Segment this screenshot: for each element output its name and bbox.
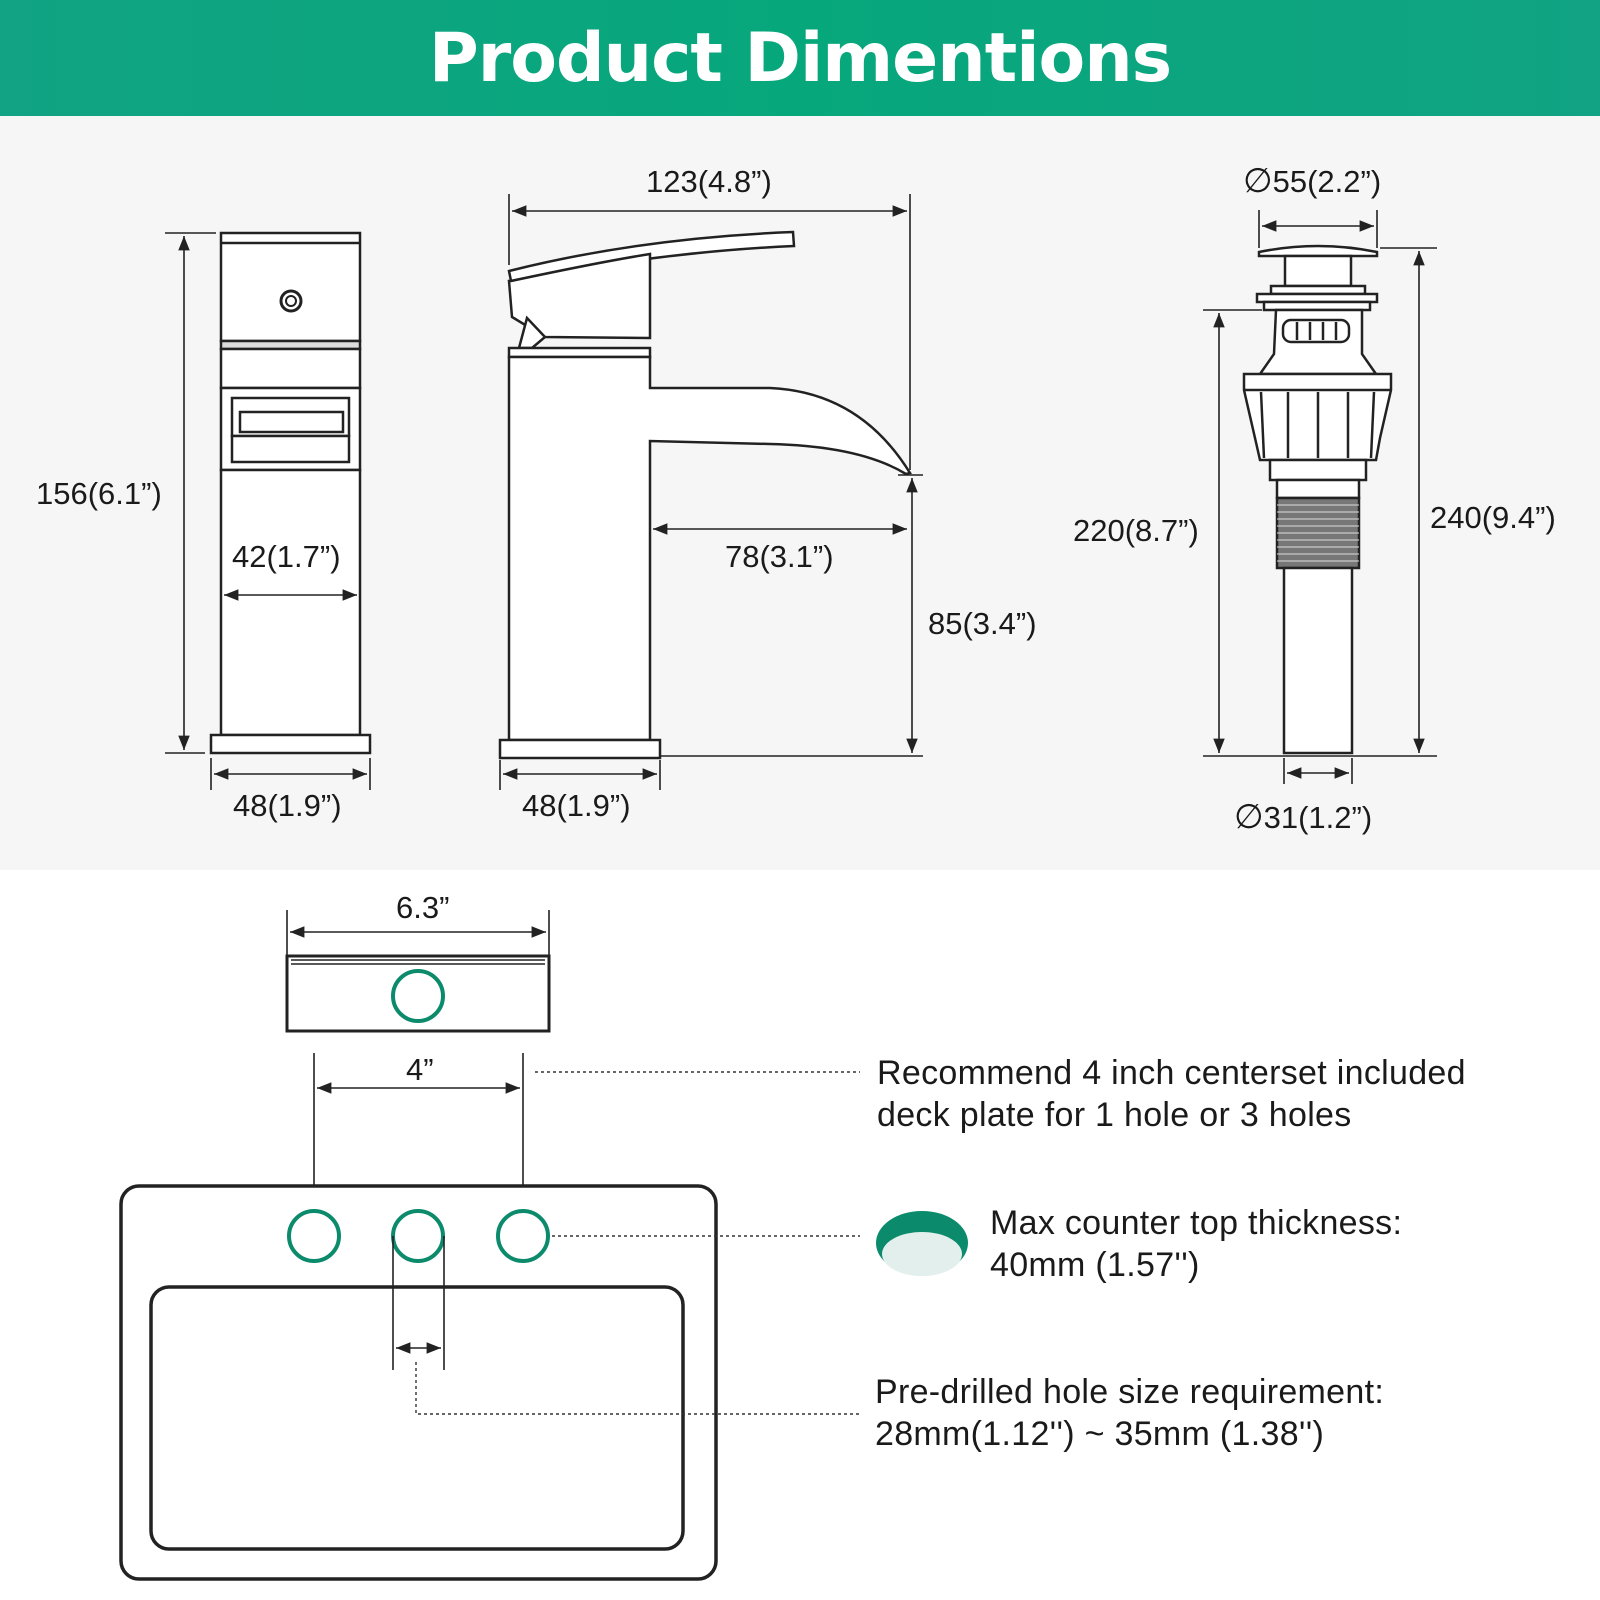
centerset-width-label: 4” — [406, 1052, 434, 1087]
right-hole-icon — [496, 1209, 550, 1263]
thickness-note: Max counter top thickness: 40mm (1.57'') — [990, 1204, 1403, 1284]
leader-lines — [415, 1071, 860, 1415]
drain-bottom-diameter-label: ∅31(1.2”) — [1234, 798, 1373, 836]
front-inner-width-label: 42(1.7”) — [232, 539, 341, 574]
faucet-front-view — [209, 231, 372, 755]
faucet-side-view — [498, 230, 912, 760]
side-spout-reach-label: 78(3.1”) — [725, 539, 834, 574]
diameter-icon: ∅ — [1234, 798, 1264, 836]
side-spout-height-label: 85(3.4”) — [928, 606, 1037, 641]
drain-thread-lines — [1277, 504, 1359, 562]
left-hole-icon — [287, 1209, 341, 1263]
page-title: Product Dimentions — [428, 18, 1172, 98]
sink-top-view — [119, 1184, 718, 1581]
front-base-width-label: 48(1.9”) — [233, 788, 342, 823]
side-base-width-label: 48(1.9”) — [522, 788, 631, 823]
drain-inner-length-label: 220(8.7”) — [1073, 513, 1199, 548]
drain-dimension-lines — [1203, 210, 1437, 784]
deck-plate-width-label: 6.3” — [396, 890, 450, 925]
side-total-length-label: 123(4.8”) — [646, 164, 772, 199]
deck-plate-hole-icon — [391, 969, 445, 1023]
diameter-icon: ∅ — [1243, 162, 1273, 200]
drain-total-length-label: 240(9.4”) — [1430, 500, 1556, 535]
counter-thickness-icon — [876, 1211, 968, 1276]
pop-up-drain — [1242, 244, 1393, 755]
deck-plate-dimension-lines — [286, 910, 550, 1210]
hole-size-dimension — [392, 1236, 445, 1370]
centerset-note: Recommend 4 inch centerset included deck… — [877, 1054, 1466, 1134]
front-dimension-lines — [165, 232, 371, 790]
title-banner: Product Dimentions — [0, 0, 1600, 116]
side-dimension-lines — [499, 194, 923, 790]
deck-plate — [285, 954, 551, 1033]
front-height-label: 156(6.1”) — [36, 476, 162, 511]
drain-top-diameter-label: ∅55(2.2”) — [1243, 162, 1382, 200]
hole-size-note: Pre-drilled hole size requirement: 28mm(… — [875, 1373, 1385, 1453]
